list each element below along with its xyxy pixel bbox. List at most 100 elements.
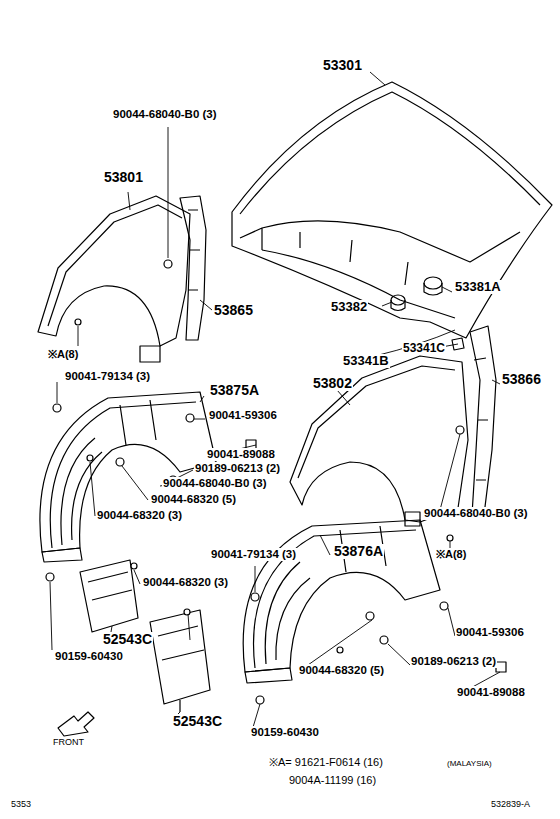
part-number: 90044-68040-B0 (3) [162,477,268,490]
part-number: 90044-68320 (3) [142,576,229,589]
part-number: 90041-89088 [206,448,276,461]
front-arrow [58,712,94,736]
leader-line [200,396,204,402]
clip [164,260,172,268]
hood-cushion [424,277,442,289]
part-number: 90041-59306 [208,409,278,422]
direction-label: FRONT [52,738,85,748]
leader-line [128,192,130,210]
clip [87,455,93,461]
leader-line [375,330,455,356]
clip [380,636,388,644]
leader-line [382,302,392,306]
clip [496,662,506,672]
callout-note: ※A(8) [47,348,79,360]
part-number: 53802 [312,376,353,391]
hood [240,92,540,214]
clip [337,647,343,653]
part-number: 90041-79134 (3) [210,548,297,561]
front-fender [290,356,468,526]
fender-liner [42,548,82,562]
leader-line [57,382,58,403]
clip [186,414,194,422]
clip [440,602,448,610]
fender-liner [265,526,386,664]
part-number: 90041-79134 (3) [64,370,151,383]
mud-guard [150,610,210,704]
clip [184,609,190,615]
clip [456,426,464,434]
leader-line [90,462,95,516]
leader-line [440,434,460,510]
fender-seal [180,196,206,340]
mud-guard [88,572,132,600]
footnote: ※A= 91621-F0614 (16) [268,756,384,768]
clip [53,404,61,412]
fender-seal [470,326,496,515]
leader-line [492,380,500,384]
part-number: 53866 [501,372,542,387]
hood [300,232,408,285]
clip [46,573,54,581]
mud-guard [80,560,138,632]
fender-seal [474,358,488,480]
hood-cushion [391,300,405,311]
part-number: 90044-68320 (5) [298,664,385,677]
part-number: 53301 [322,58,363,73]
part-number: 53801 [103,170,144,185]
clip [366,612,374,620]
part-number: 90044-68040-B0 (3) [423,507,529,520]
clip [256,696,264,704]
hood [232,82,552,338]
part-number: 52543C [102,632,153,647]
part-number: 90044-68320 (3) [96,509,183,522]
leader-line [134,570,140,584]
fender-seal [180,196,206,340]
hood-cushion [391,295,405,305]
front-fender [298,366,455,478]
front-fender [140,346,160,362]
clip [131,563,137,569]
clip [447,535,453,541]
figure-code: 532839-A [490,800,531,810]
callout-note: ※A(8) [435,548,467,560]
leader-line [78,326,79,346]
hood [262,250,455,318]
part-number: 53876A [333,544,384,559]
part-number: 90159-60430 [250,726,320,739]
clip [75,319,81,325]
leader-line [188,614,190,640]
leader-line [200,300,212,310]
part-number: 90044-68320 (5) [150,493,237,506]
leader-line [194,419,205,420]
part-number: 90041-59306 [455,626,525,639]
footnote: (MALAYSIA) [446,760,493,769]
fender-liner [245,668,292,683]
leader-line [448,608,455,636]
leader-line [255,566,256,592]
part-number: 53341C [402,342,446,355]
figure-code: 5353 [10,800,32,810]
part-number: 90159-60430 [54,650,124,663]
footnote: 9004A-11199 (16) [288,774,377,786]
part-number: 53382 [330,300,368,314]
leader-line [450,541,451,548]
leader-line [122,466,148,500]
part-number: 90044-68040-B0 (3) [112,108,218,121]
fender-liner [40,392,216,552]
front-fender [405,512,420,526]
leader-line [388,644,410,665]
front-fender [38,196,190,346]
leader-line [168,127,169,258]
part-number: 52543C [172,714,223,729]
part-number: 53865 [213,303,254,318]
fender-liner [61,400,156,545]
hood [232,82,552,338]
fender-seal [470,326,496,515]
clip [251,593,259,601]
front-fender [48,205,182,326]
leader-line [337,390,350,405]
leader-line [370,72,385,85]
front-fender [290,356,468,522]
leader-line [320,535,330,555]
